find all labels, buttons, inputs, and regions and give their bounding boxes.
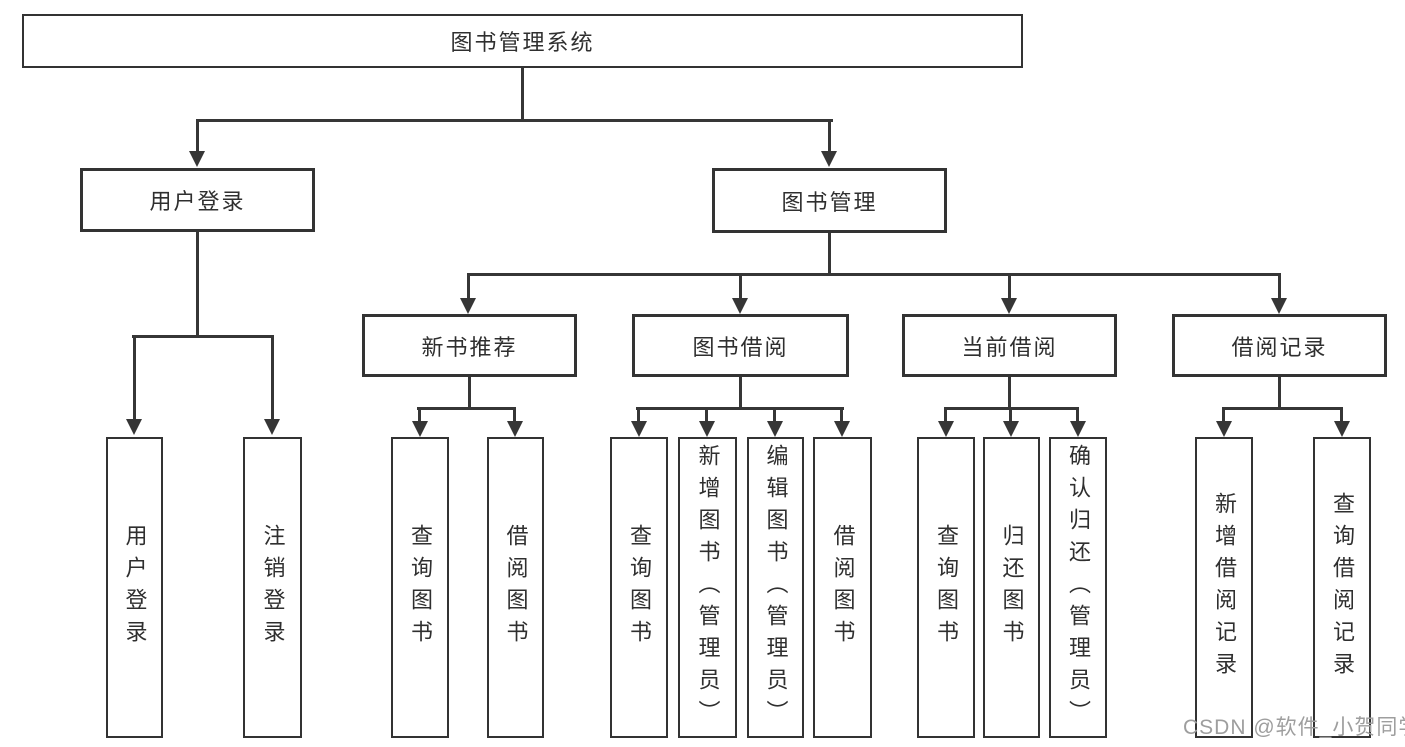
node-user-login: 用户登录 [80, 168, 315, 232]
node-current-borrowing: 当前借阅 [902, 314, 1117, 377]
arrow-down-icon [264, 419, 280, 435]
connector-drop-newbook [467, 273, 470, 301]
connector-drop-leaf [418, 407, 421, 422]
leaf-label: 注销登录 [260, 523, 286, 652]
connector-borrow-hline [636, 407, 844, 410]
leaf-query-books-recommend: 查询图书 [391, 437, 449, 738]
connector-drop-book-mgmt [828, 119, 831, 153]
leaf-label: 用户登录 [122, 523, 148, 652]
connector-level1-hline [196, 119, 833, 122]
arrow-down-icon [412, 421, 428, 437]
leaf-borrow-books: 借阅图书 [813, 437, 872, 738]
connector-drop-leaf [1009, 407, 1012, 422]
connector-drop-records [1278, 273, 1281, 301]
leaf-add-borrow-record: 新增借阅记录 [1195, 437, 1253, 738]
leaf-logout: 注销登录 [243, 437, 302, 738]
leaf-add-books-admin: 新增图书（管理员） [678, 437, 737, 738]
node-new-book-recommendation: 新书推荐 [362, 314, 577, 377]
csdn-watermark: CSDN @软件_小贺同学 [1183, 716, 1405, 739]
leaf-label: 查询图书 [627, 523, 652, 652]
leaf-label: 借阅图书 [830, 523, 856, 652]
leaf-query-borrow-record: 查询借阅记录 [1313, 437, 1371, 738]
leaf-return-books: 归还图书 [983, 437, 1040, 738]
leaf-label: 新增图书（管理员） [695, 443, 721, 732]
connector-bookmgmt-stub [828, 233, 831, 276]
connector-drop-leaf [1076, 407, 1079, 422]
leaf-borrow-books-recommend: 借阅图书 [487, 437, 544, 738]
leaf-label: 查询借阅记录 [1330, 491, 1355, 684]
arrow-down-icon [821, 151, 837, 167]
connector-drop-leaf [271, 335, 274, 421]
arrow-down-icon [460, 298, 476, 314]
arrow-down-icon [1216, 421, 1232, 437]
arrow-down-icon [732, 298, 748, 314]
node-book-management: 图书管理 [712, 168, 947, 233]
leaf-label: 确认归还（管理员） [1066, 443, 1091, 732]
arrow-down-icon [1334, 421, 1350, 437]
connector-level2-hline [467, 273, 1281, 276]
arrow-down-icon [507, 421, 523, 437]
leaf-confirm-return-admin: 确认归还（管理员） [1049, 437, 1107, 738]
leaf-label: 新增借阅记录 [1212, 491, 1237, 684]
leaf-label: 查询图书 [934, 523, 959, 652]
connector-userlogin-hline [132, 335, 273, 338]
arrow-down-icon [189, 151, 205, 167]
leaf-label: 查询图书 [408, 523, 433, 652]
connector-root-stub [521, 66, 524, 121]
connector-drop-leaf [1222, 407, 1225, 422]
arrow-down-icon [1070, 421, 1086, 437]
arrow-down-icon [699, 421, 715, 437]
arrow-down-icon [631, 421, 647, 437]
leaf-query-books-current: 查询图书 [917, 437, 975, 738]
connector-current-stub [1008, 377, 1011, 410]
arrow-down-icon [1271, 298, 1287, 314]
connector-records-hline [1222, 407, 1342, 410]
arrow-down-icon [938, 421, 954, 437]
connector-drop-user-login [196, 119, 199, 153]
connector-userlogin-stub [196, 232, 199, 338]
connector-drop-leaf [513, 407, 516, 422]
leaf-label: 编辑图书（管理员） [763, 443, 789, 732]
connector-drop-leaf [705, 407, 708, 422]
leaf-label: 借阅图书 [503, 523, 529, 652]
connector-borrow-stub [739, 377, 742, 410]
node-borrowing-records: 借阅记录 [1172, 314, 1387, 377]
arrow-down-icon [1001, 298, 1017, 314]
connector-drop-leaf [944, 407, 947, 422]
node-book-borrowing: 图书借阅 [632, 314, 849, 377]
connector-records-stub [1278, 377, 1281, 410]
connector-drop-borrow [739, 273, 742, 301]
connector-newbook-hline [417, 407, 516, 410]
connector-drop-leaf [1340, 407, 1343, 422]
arrow-down-icon [834, 421, 850, 437]
arrow-down-icon [767, 421, 783, 437]
leaf-edit-books-admin: 编辑图书（管理员） [747, 437, 804, 738]
connector-drop-leaf [133, 335, 136, 421]
connector-drop-current [1008, 273, 1011, 301]
connector-drop-leaf [637, 407, 640, 422]
node-library-management-system: 图书管理系统 [22, 14, 1023, 68]
connector-drop-leaf [840, 407, 843, 422]
connector-newbook-stub [468, 377, 471, 410]
leaf-user-login: 用户登录 [106, 437, 163, 738]
leaf-query-books-borrow: 查询图书 [610, 437, 668, 738]
leaf-label: 归还图书 [999, 523, 1025, 652]
connector-drop-leaf [773, 407, 776, 422]
arrow-down-icon [126, 419, 142, 435]
arrow-down-icon [1003, 421, 1019, 437]
